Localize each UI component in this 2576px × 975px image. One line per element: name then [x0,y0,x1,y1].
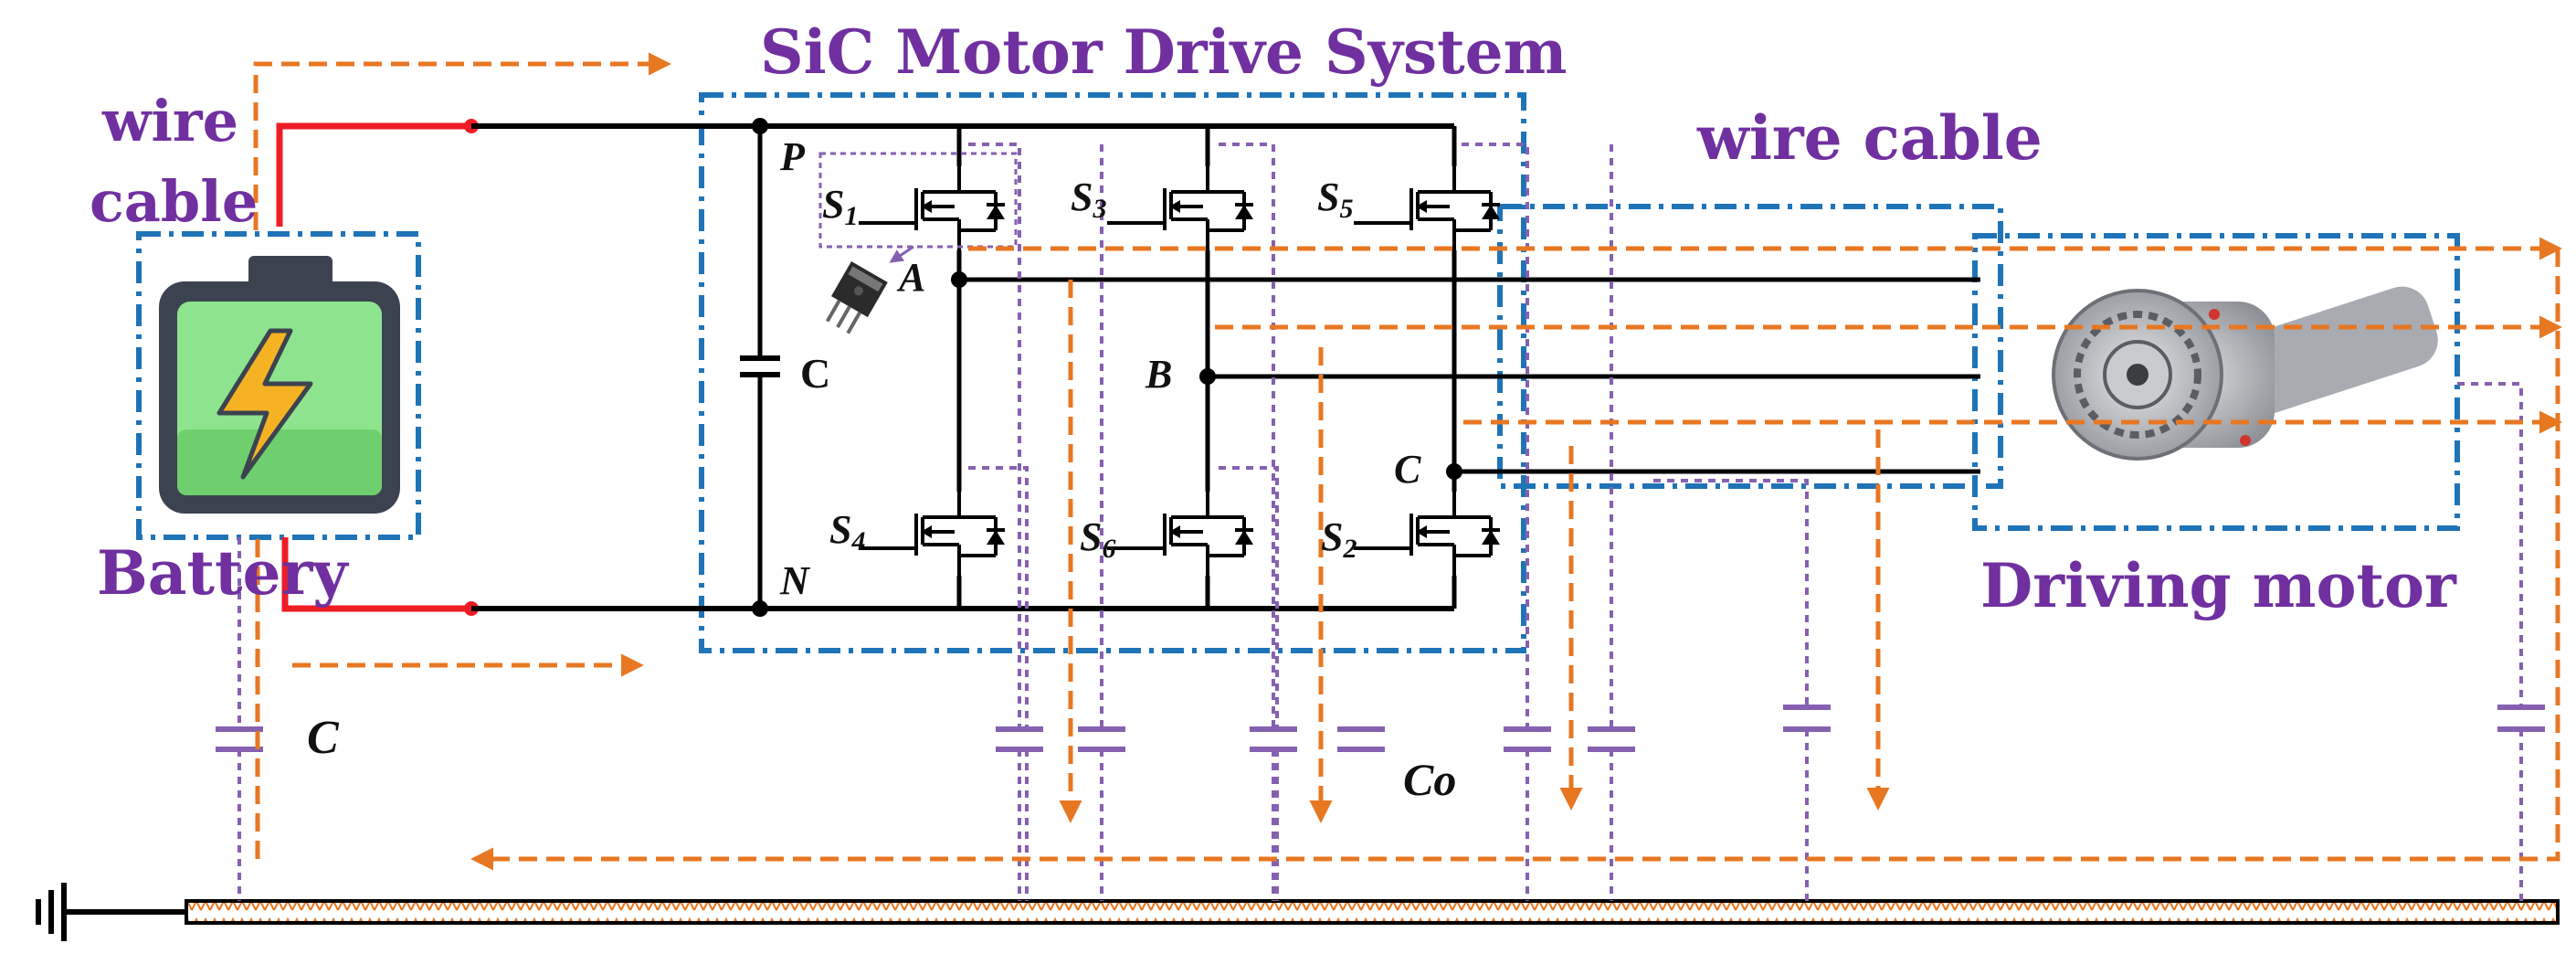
diagram-title: SiC Motor Drive System [760,16,1567,88]
mosfet-s1 [857,164,1007,252]
wire-cable-right-label: wire cable [1696,102,2043,174]
switch-s6-label: S6 [1080,514,1115,564]
wire-cable-boundary [1497,204,2003,489]
mosfet-s4 [857,490,1007,578]
wire-cable-left-line1: wire [101,88,238,154]
inverter-boundary [699,92,1526,653]
battery-icon [159,256,400,514]
switch-s5-label: S5 [1317,175,1353,224]
switch-s2-label: S2 [1321,514,1357,564]
node-b-label: B [1145,352,1172,397]
dc-capacitor-label: C [800,350,830,397]
phase-legs [818,126,1980,609]
motor-image [2052,286,2438,461]
node-p-label: P [779,134,806,179]
labels: SiC Motor Drive System wire cable wire c… [90,16,2457,805]
mosfet-s6 [1105,490,1255,578]
boundary-boxes [136,92,2460,653]
node-a-label: A [896,255,925,300]
ground-symbol-icon [36,883,67,941]
wire-cable-left-line2: cable [90,168,258,235]
s1-highlight-box [818,152,1018,249]
node-n-label: N [779,558,811,603]
switch-s3-label: S3 [1071,175,1106,224]
dc-bus [276,118,1454,617]
switch-s1-label: S1 [822,182,858,231]
parasitic-paths [238,143,2523,901]
parasitic-capacitor-plates [216,705,2545,752]
driving-motor-label: Driving motor [1980,550,2457,621]
battery-capacitor-label: C [307,712,340,764]
switch-s4-label: S4 [829,507,865,556]
mosfet-s3 [1105,164,1255,252]
battery-label: Battery [97,537,349,609]
ground-plane [36,883,2560,941]
current-paths [253,52,2562,871]
battery-positive-wire [276,122,471,227]
lightning-icon [216,328,313,480]
mosfet-package-icon [825,261,888,334]
mosfet-s2 [1352,490,1502,578]
node-c-label: C [1394,447,1421,492]
battery-boundary [136,231,421,540]
battery-negative-wire [281,537,471,612]
parasitic-capacitor-label: Co [1403,754,1456,805]
mosfet-s5 [1352,164,1502,252]
